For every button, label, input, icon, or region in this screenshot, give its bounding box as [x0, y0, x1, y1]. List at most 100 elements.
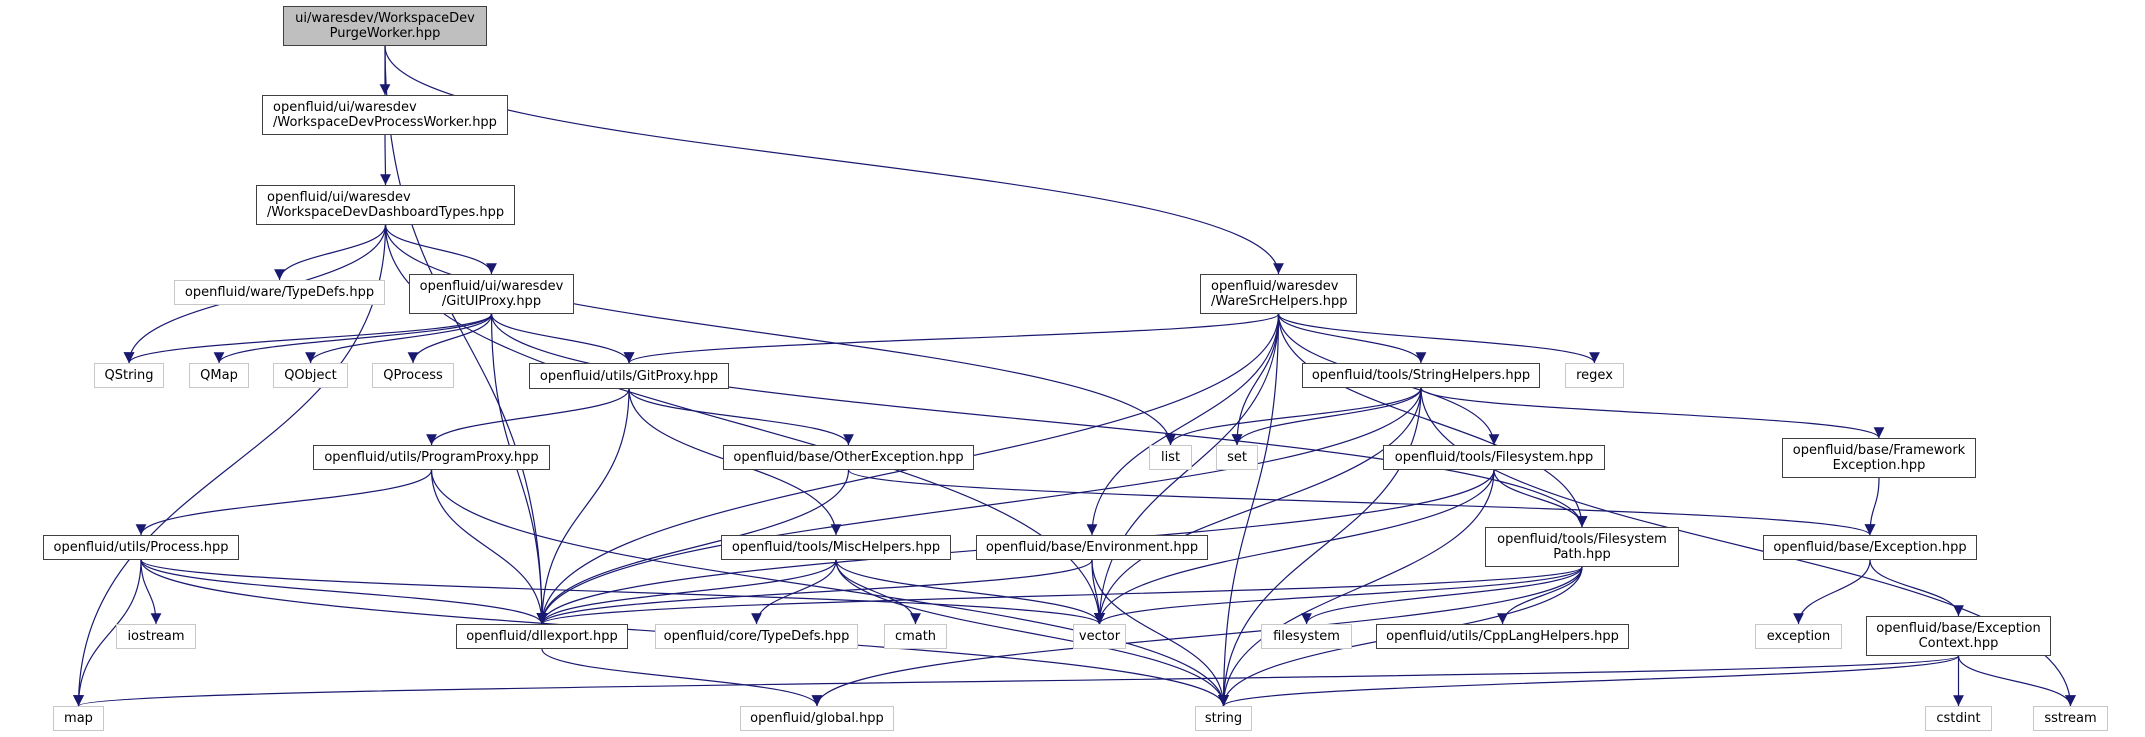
node-dllexport[interactable]: openfluid/dllexport.hpp	[456, 624, 628, 649]
node-program-proxy[interactable]: openfluid/utils/ProgramProxy.hpp	[313, 445, 550, 470]
node-environment[interactable]: openfluid/base/Environment.hpp	[976, 535, 1208, 560]
node-label: openfluid/tools/Filesystem.hpp	[1394, 450, 1594, 465]
node-label: sstream	[2044, 711, 2097, 726]
node-label: filesystem	[1273, 629, 1340, 644]
edge-wareSrcHelpers-to-set	[1231, 313, 1280, 446]
node-regex: regex	[1565, 363, 1624, 388]
edge-environment-to-string	[1091, 559, 1229, 707]
edge-filesystem-to-vector	[1094, 469, 1495, 625]
node-exception[interactable]: openfluid/base/Exception.hpp	[1763, 535, 1977, 560]
node-ware-src-helpers[interactable]: openfluid/waresdev /WareSrcHelpers.hpp	[1200, 274, 1357, 314]
node-label: openfluid/base/Exception Context.hpp	[1876, 621, 2041, 651]
node-filesystem-path[interactable]: openfluid/tools/Filesystem Path.hpp	[1485, 527, 1679, 567]
edge-dashboardTypes-to-wareTypeDefs	[274, 224, 387, 281]
node--q-map: QMap	[189, 363, 249, 388]
node-framework-exception[interactable]: openfluid/base/Framework Exception.hpp	[1782, 438, 1976, 478]
edge-gitProxy-to-programProxy	[426, 388, 630, 446]
edge-wareSrcHelpers-to-gitProxy	[623, 313, 1280, 364]
edge-filesystemPath-to-global	[811, 566, 1583, 707]
edge-gitUIProxy-to-filesystemPath	[490, 313, 1588, 528]
node-label: openfluid/ware/TypeDefs.hpp	[184, 285, 375, 300]
node-label: openfluid/core/TypeDefs.hpp	[663, 629, 850, 644]
edge-filesystemPath-to-dllexport	[536, 566, 1583, 625]
node-filesystem[interactable]: openfluid/tools/Filesystem.hpp	[1383, 445, 1605, 470]
node--q-object: QObject	[273, 363, 348, 388]
edge-miscHelpers-to-string	[835, 559, 1229, 707]
edge-wareSrcHelpers-to-environment	[1086, 313, 1280, 536]
edge-process-to-dllexport	[140, 559, 548, 625]
edge-exceptionContext-to-string	[1218, 655, 1960, 707]
node-map: map	[53, 706, 104, 731]
node-global: openfluid/global.hpp	[740, 706, 894, 731]
edge-miscHelpers-to-cmath	[835, 559, 921, 625]
edge-environment-to-dllexport	[536, 559, 1093, 625]
edge-programProxy-to-string	[430, 469, 1229, 707]
edge-programProxy-to-process	[135, 469, 433, 536]
edge-programProxy-to-dllexport	[430, 469, 548, 625]
node-label: openfluid/utils/Process.hpp	[53, 540, 229, 555]
edge-wareSrcHelpers-to-stringHelpers	[1277, 313, 1427, 364]
edge-exceptionContext-to-map	[73, 655, 1960, 707]
edge-processWorker-to-dashboardTypes	[380, 134, 391, 186]
edge-miscHelpers-to-dllexport	[536, 559, 837, 625]
edge-dashboardTypes-to-map	[73, 224, 387, 707]
node-label: openfluid/tools/Filesystem Path.hpp	[1497, 532, 1667, 562]
edge-exception-to-exceptionStd	[1793, 559, 1871, 625]
node-process-worker[interactable]: openfluid/ui/waresdev /WorkspaceDevProce…	[262, 95, 508, 135]
node-exception-std: exception	[1755, 624, 1842, 649]
node-label: openfluid/global.hpp	[750, 711, 884, 726]
edge-stringHelpers-to-string	[1218, 387, 1422, 707]
edge-gitProxy-to-otherException	[628, 388, 854, 446]
node-label: openfluid/tools/MiscHelpers.hpp	[731, 540, 941, 555]
edge-exceptionContext-to-sstream	[1957, 655, 2076, 707]
node--q-process: QProcess	[372, 363, 454, 388]
edge-dashboardTypes-to-gitUIProxy	[384, 224, 497, 275]
edge-process-to-map	[73, 559, 142, 707]
node-label: exception	[1766, 629, 1831, 644]
node-dashboard-types[interactable]: openfluid/ui/waresdev /WorkspaceDevDashb…	[256, 185, 515, 225]
edge-stringHelpers-to-frameworkException	[1420, 387, 1885, 439]
node-cstdint: cstdint	[1925, 706, 1992, 731]
edge-filesystem-to-string	[1218, 469, 1495, 707]
node-root: ui/waresdev/WorkspaceDev PurgeWorker.hpp	[283, 6, 487, 46]
edge-gitUIProxy-to-QMap	[213, 313, 493, 364]
node-label: ui/waresdev/WorkspaceDev PurgeWorker.hpp	[295, 11, 475, 41]
node-label: string	[1204, 711, 1243, 726]
edge-gitProxy-to-dllexport	[536, 388, 630, 625]
edge-wareSrcHelpers-to-regex	[1277, 313, 1600, 364]
node--q-string: QString	[94, 363, 164, 388]
node-git-u-i-proxy[interactable]: openfluid/ui/waresdev /GitUIProxy.hpp	[409, 274, 574, 314]
node-label: openfluid/ui/waresdev /GitUIProxy.hpp	[419, 279, 564, 309]
node-label: QString	[104, 368, 154, 383]
edge-stringHelpers-to-list	[1165, 387, 1422, 446]
node-git-proxy[interactable]: openfluid/utils/GitProxy.hpp	[529, 363, 729, 389]
node-label: openfluid/utils/CppLangHelpers.hpp	[1386, 629, 1619, 644]
node-label: QMap	[200, 368, 238, 383]
edge-filesystemPath-to-cppLangHelpers	[1497, 566, 1583, 625]
edge-exception-to-exceptionContext	[1869, 559, 1964, 617]
node-cpp-lang-helpers[interactable]: openfluid/utils/CppLangHelpers.hpp	[1376, 624, 1629, 649]
node-list: list	[1149, 445, 1192, 470]
node-misc-helpers[interactable]: openfluid/tools/MiscHelpers.hpp	[721, 535, 951, 560]
edge-stringHelpers-to-dllexport	[536, 387, 1422, 625]
node-label: openfluid/tools/StringHelpers.hpp	[1311, 368, 1531, 383]
edge-frameworkException-to-exception	[1864, 477, 1880, 536]
edge-dllexport-to-global	[541, 648, 823, 707]
edge-stringHelpers-to-vector	[1094, 387, 1422, 625]
edge-root-to-wareSrcHelpers	[384, 45, 1284, 275]
node-iostream: iostream	[116, 624, 196, 649]
node-string-helpers[interactable]: openfluid/tools/StringHelpers.hpp	[1302, 363, 1540, 388]
node-label: openfluid/ui/waresdev /WorkspaceDevProce…	[273, 100, 497, 130]
edge-gitUIProxy-to-QObject	[305, 313, 493, 364]
node-core-type-defs: openfluid/core/TypeDefs.hpp	[655, 624, 858, 649]
node-label: set	[1227, 450, 1247, 465]
node-other-exception[interactable]: openfluid/base/OtherException.hpp	[723, 445, 974, 470]
node-cmath: cmath	[884, 624, 947, 649]
edge-gitUIProxy-to-gitProxy	[490, 313, 635, 364]
node-exception-context[interactable]: openfluid/base/Exception Context.hpp	[1866, 616, 2051, 656]
node-process[interactable]: openfluid/utils/Process.hpp	[43, 535, 239, 560]
node-label: iostream	[127, 629, 185, 644]
edge-dashboardTypes-to-list	[384, 224, 1176, 446]
node-sstream: sstream	[2033, 706, 2108, 731]
